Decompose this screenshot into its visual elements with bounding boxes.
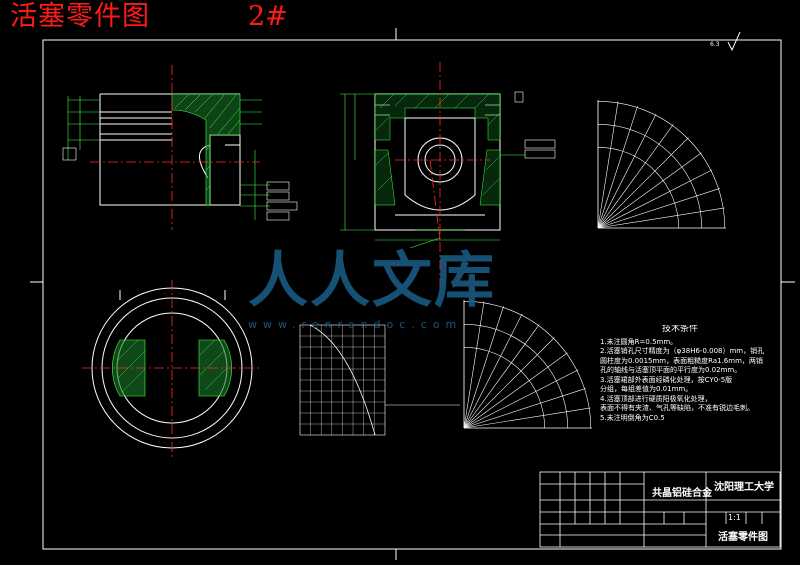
fan-ray [597,169,713,229]
fan-ray [463,369,579,429]
piston-bottom-section [82,280,262,458]
fan-arc [597,124,702,229]
fan-ray [597,101,619,229]
ovality-fan-lower [463,300,592,429]
fan-ray [597,106,638,229]
surface-finish-value: 6.3 [710,41,720,48]
fan-ray [463,313,523,429]
fan-arc [597,100,726,229]
drawing-name: 活塞零件图 [718,532,768,543]
fan-ray [597,137,689,229]
fan-ray [463,337,555,429]
scale-value: 1:1 [728,513,741,522]
fan-arc [463,324,568,429]
watermark-logo: 人人文库 [248,246,496,316]
material-label: 共晶铝硅合金 [652,488,712,499]
fan-arc [463,347,545,429]
drawing-frame [30,28,795,560]
tech-line: 分组，每组差值为0.01mm。 [600,385,693,393]
fan-ray [597,152,702,229]
tech-line: 圆柱度为0.0015mm，表面粗糙度Ra1.6mm，两销 [600,356,763,365]
fan-ray [463,306,504,429]
tech-line: 1.未注圆角R=0.5mm。 [600,337,678,346]
fan-ray [463,324,540,429]
fan-ray [597,188,720,229]
fan-ray [597,113,657,229]
piston-front-view [62,65,298,230]
drawing-title: 活塞零件图 [10,1,150,32]
fan-ray [463,388,586,429]
fan-ray [597,207,725,229]
fan-arc [463,300,592,429]
tech-line: 4.活塞顶部进行硬质阳极氧化处理， [600,394,712,403]
tech-line: 2.活塞销孔尺寸精度为（φ38H6-0.008）mm，销孔 [600,347,765,355]
piston-side-section [340,62,556,295]
title-block [539,471,781,548]
school-name: 沈阳理工大学 [714,482,774,493]
fan-arc [597,147,679,229]
tech-line: 3.活塞裙部外表面经磷化处理，按CY0-5版 [600,375,733,384]
fan-ray [597,124,674,229]
fan-ray [463,352,568,429]
fan-ray [463,407,591,429]
tech-line: 表面不得有夹渣、气孔等缺陷，不准有锐边毛刺。 [600,404,754,412]
sheet-number: 2# [248,1,288,32]
surface-finish-icon [727,31,741,52]
profile-graph [299,324,460,436]
tech-requirements-heading: 技术条件 [661,325,698,334]
watermark-url: www.renrendoc.com [248,318,463,331]
tech-line: 5.未注明倒角为C0.5 [600,413,665,422]
tech-requirements: 技术条件 1.未注圆角R=0.5mm。 2.活塞销孔尺寸精度为（φ38H6-0.… [600,325,780,423]
tech-line: 孔的轴线与活塞顶平面的平行度为0.02mm。 [600,366,742,374]
fan-ray [463,301,485,429]
ovality-fan-upper [597,100,726,229]
